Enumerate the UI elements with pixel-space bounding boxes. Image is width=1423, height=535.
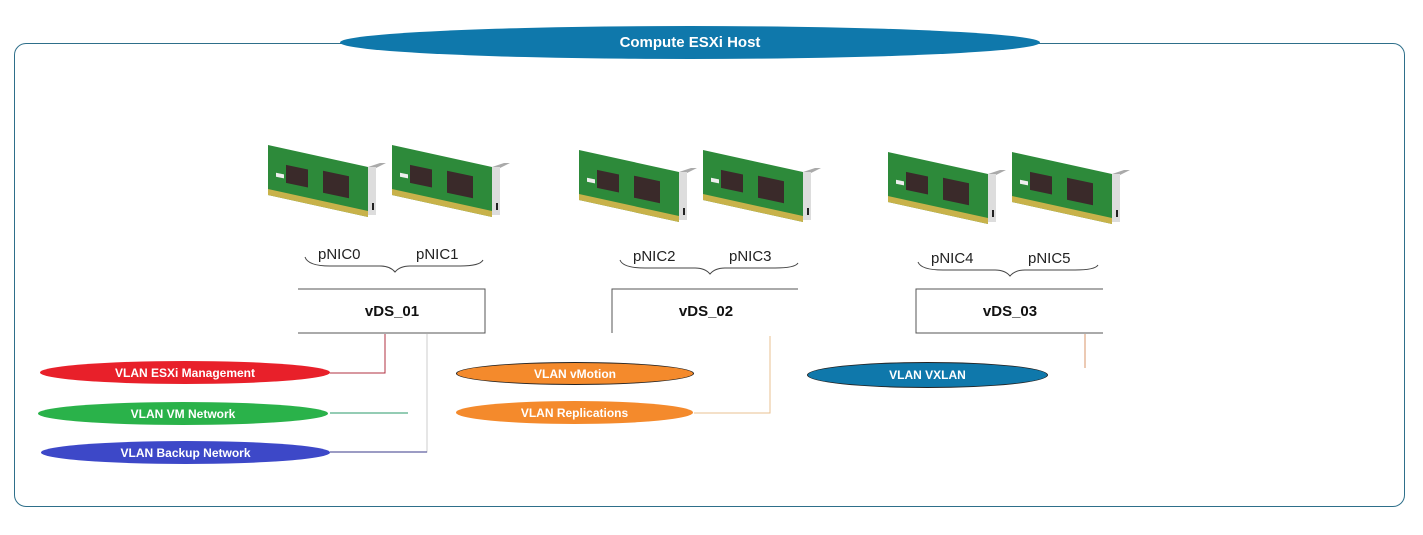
nic-label: pNIC4 [931,250,974,267]
vlan-label: VLAN Backup Network [120,445,251,460]
connector-backup [330,334,428,453]
nic-card-2 [579,150,697,222]
vds-label: vDS_02 [678,302,734,320]
nic-card-5 [1012,152,1130,224]
nic-card-1 [392,145,510,217]
vlan-replications: VLAN Replications [456,401,693,424]
vlan-esxi-management: VLAN ESXi Management [40,361,330,384]
nic-label: pNIC2 [633,248,676,265]
nic-card-3 [703,150,821,222]
vlan-vxlan: VLAN VXLAN [807,362,1048,388]
brace-vds02 [619,259,799,275]
vlan-backup-network: VLAN Backup Network [41,441,330,464]
vds03-border [915,288,1103,334]
connector-mgmt [330,334,386,374]
vds-02: vDS_02 [612,289,800,333]
vlan-label: VLAN ESXi Management [114,365,256,380]
vlan-vm-network: VLAN VM Network [38,402,328,425]
vlan-label: VLAN vMotion [534,366,616,381]
vlan-label: VLAN Replications [520,405,629,420]
connector-replications [694,336,771,414]
nic-label: pNIC0 [318,246,361,263]
vds-label: vDS_01 [364,302,420,320]
vds-01: vDS_01 [298,289,486,333]
brace-vds01 [304,256,484,273]
host-title: Compute ESXi Host [340,26,1040,59]
nic-label: pNIC1 [416,246,459,263]
vds02-border [611,288,798,333]
brace-vds03 [917,261,1099,277]
vlan-label: VLAN VXLAN [889,368,966,382]
nic-card-0 [268,145,386,217]
vds01-border [298,288,486,334]
vlan-vmotion: VLAN vMotion [456,362,694,385]
host-title-text: Compute ESXi Host [619,34,761,51]
vlan-label: VLAN VM Network [130,406,236,421]
vds-label: vDS_03 [982,302,1038,320]
nic-label: pNIC5 [1028,250,1071,267]
nic-card-4 [888,152,1006,224]
vds-03: vDS_03 [916,289,1104,333]
nic-label: pNIC3 [729,248,772,265]
